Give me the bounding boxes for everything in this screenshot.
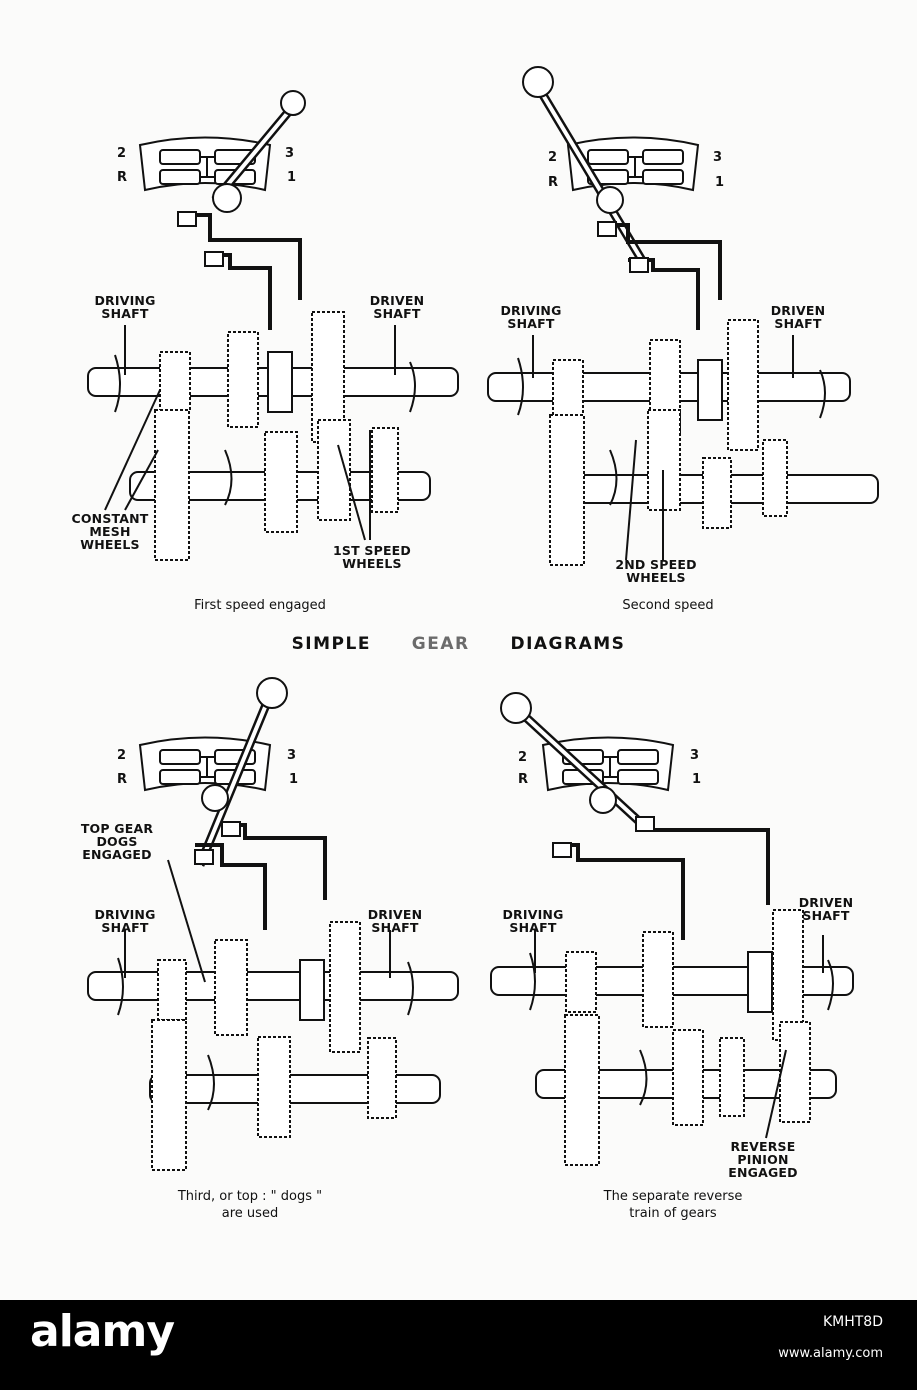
diagram-title: SIMPLE GEAR DIAGRAMS bbox=[0, 634, 917, 654]
label-constant-mesh-wheels: CONSTANT MESH WHEELS bbox=[71, 511, 149, 552]
gate-label-r: R bbox=[117, 772, 128, 787]
label-driving-shaft: DRIVING SHAFT bbox=[502, 907, 564, 935]
gate-label-2: 2 bbox=[117, 146, 127, 161]
gate-label-3: 3 bbox=[287, 748, 297, 763]
gate-label-1: 1 bbox=[692, 772, 702, 787]
gear-drawing-1 bbox=[87, 90, 459, 561]
watermark-bar bbox=[0, 1300, 917, 1390]
label-reverse-pinion-engaged: REVERSE PINION ENGAGED bbox=[728, 1139, 798, 1180]
label-first-speed-wheels: 1ST SPEED WHEELS bbox=[333, 543, 411, 571]
label-driven-shaft: DRIVEN SHAFT bbox=[798, 895, 854, 923]
gate-label-2: 2 bbox=[548, 150, 558, 165]
label-second-speed-wheels: 2ND SPEED WHEELS bbox=[615, 557, 697, 585]
panel-third-speed: 2 R 3 1 TOP GEAR DOGS ENGAGED DRIVING SH… bbox=[0, 660, 460, 1260]
gate-label-3: 3 bbox=[713, 150, 723, 165]
image-id: KMHT8D bbox=[822, 1314, 883, 1330]
gate-label-3: 3 bbox=[690, 748, 700, 763]
gear-drawing-3 bbox=[87, 677, 459, 1171]
panel-second-speed: 2 R 3 1 DRIVING SHAFT DRIVEN SHAFT 2ND S… bbox=[458, 0, 917, 620]
title-word-1: SIMPLE bbox=[291, 634, 371, 654]
gear-drawing-4 bbox=[490, 692, 854, 1166]
gate-label-3: 3 bbox=[285, 146, 295, 161]
gate-label-r: R bbox=[518, 772, 529, 787]
title-word-2: GEAR bbox=[411, 634, 470, 654]
title-word-3: DIAGRAMS bbox=[510, 634, 626, 654]
gate-label-1: 1 bbox=[287, 170, 297, 185]
gear-drawing-2 bbox=[487, 66, 879, 566]
label-driven-shaft: DRIVEN SHAFT bbox=[369, 293, 425, 321]
gate-label-1: 1 bbox=[289, 772, 299, 787]
label-top-gear-dogs-engaged: TOP GEAR DOGS ENGAGED bbox=[80, 821, 154, 862]
gate-label-2: 2 bbox=[117, 748, 127, 763]
gate-label-r: R bbox=[117, 170, 128, 185]
caption-third-speed: Third, or top : " dogs " are used bbox=[177, 1189, 323, 1221]
caption-reverse: The separate reverse train of gears bbox=[603, 1189, 743, 1221]
label-driving-shaft: DRIVING SHAFT bbox=[500, 303, 562, 331]
gate-label-2: 2 bbox=[518, 750, 528, 765]
caption-second-speed: Second speed bbox=[622, 598, 714, 613]
site-url: www.alamy.com bbox=[778, 1346, 883, 1361]
panel-first-speed: 2 R 3 1 DRIVING SHAFT DRIVEN SHAFT CONST… bbox=[0, 0, 460, 620]
label-driving-shaft: DRIVING SHAFT bbox=[94, 907, 156, 935]
panel-reverse: 2 R 3 1 DRIVING SHAFT DRIVEN SHAFT REVER… bbox=[458, 660, 917, 1260]
label-driven-shaft: DRIVEN SHAFT bbox=[770, 303, 826, 331]
gate-label-1: 1 bbox=[715, 175, 725, 190]
caption-first-speed: First speed engaged bbox=[194, 598, 326, 613]
label-driven-shaft: DRIVEN SHAFT bbox=[367, 907, 423, 935]
gate-label-r: R bbox=[548, 175, 559, 190]
label-driving-shaft: DRIVING SHAFT bbox=[94, 293, 156, 321]
alamy-logo: alamy bbox=[30, 1306, 175, 1357]
